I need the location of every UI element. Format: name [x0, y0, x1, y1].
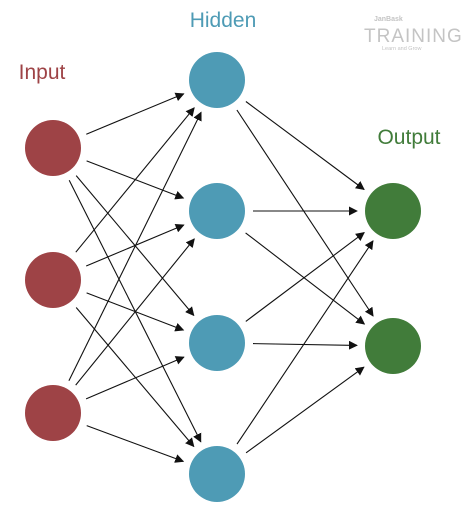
arrow-hidden-1-to-output-1 [245, 101, 365, 191]
arrow-hidden-2-to-output-2 [245, 232, 366, 325]
input-node-1 [25, 120, 81, 176]
input-node-2 [25, 252, 81, 308]
input-node-3 [25, 385, 81, 441]
arrow-hidden-4-to-output-1 [236, 240, 374, 445]
arrow-input-3-to-hidden-3 [85, 356, 185, 400]
hidden-layer-label: Hidden [190, 9, 257, 32]
output-node-2 [365, 318, 421, 374]
watermark-tagline: Learn and Grow [382, 46, 421, 52]
watermark-brand-small: JanBask [374, 16, 403, 23]
connections [68, 92, 374, 463]
hidden-node-2 [189, 183, 245, 239]
arrow-input-3-to-hidden-1 [68, 111, 202, 381]
input-layer-label: Input [19, 61, 66, 84]
arrow-hidden-1-to-output-2 [236, 109, 374, 317]
arrow-input-3-to-hidden-2 [75, 238, 195, 386]
arrow-input-2-to-hidden-1 [75, 107, 195, 253]
arrow-input-1-to-hidden-1 [86, 92, 185, 135]
hidden-node-3 [189, 315, 245, 371]
output-node-1 [365, 183, 421, 239]
hidden-node-4 [189, 446, 245, 502]
arrow-input-3-to-hidden-4 [86, 425, 185, 463]
hidden-node-1 [189, 52, 245, 108]
arrow-hidden-4-to-output-2 [245, 366, 365, 454]
arrow-hidden-3-to-output-1 [245, 232, 365, 322]
output-layer-label: Output [377, 126, 440, 149]
watermark-logo: JanBask TRAINING Learn and Grow [364, 16, 462, 52]
arrow-input-2-to-hidden-4 [75, 307, 195, 448]
watermark-brand-large: TRAINING [364, 26, 462, 47]
neurons [25, 52, 421, 502]
arrow-hidden-3-to-output-2 [252, 340, 358, 350]
